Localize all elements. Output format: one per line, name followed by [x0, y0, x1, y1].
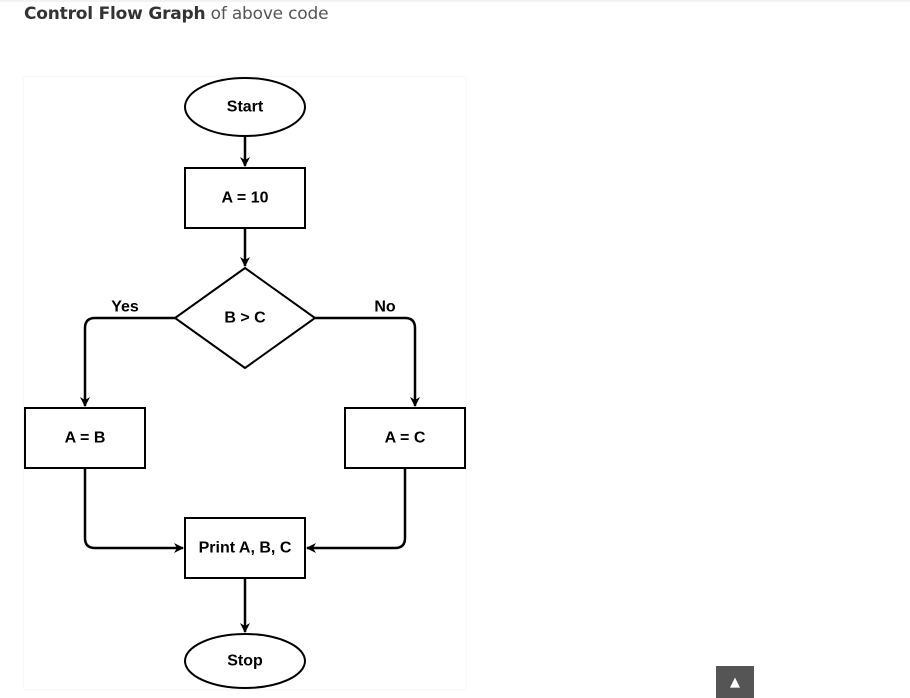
decision-label: B > C: [224, 310, 266, 327]
no-edge-label: No: [374, 299, 396, 316]
assign-ac-label: A = C: [385, 430, 426, 447]
decision-node: [173, 266, 317, 370]
edge-decision-yes: [80, 316, 175, 407]
edge-ab-to-print: [83, 468, 184, 553]
assign-ab-node: [24, 407, 146, 469]
stop-node: [184, 633, 306, 689]
caption-strong: Control Flow Graph: [24, 4, 206, 24]
arrow-up-icon: ▲: [730, 674, 740, 690]
print-label: Print A, B, C: [199, 540, 292, 557]
edge-decision-no: [315, 316, 420, 407]
assign-a10-node: [184, 167, 306, 229]
top-divider: [0, 0, 910, 2]
assign-ab-label: A = B: [65, 430, 106, 447]
diagram-caption: Control Flow Graph of above code: [24, 4, 329, 24]
edge-ac-to-print: [306, 468, 407, 553]
stop-label: Stop: [227, 653, 263, 670]
print-node: [184, 517, 306, 579]
scroll-to-top-button[interactable]: ▲: [716, 666, 754, 698]
caption-rest: of above code: [205, 4, 329, 24]
assign-a10-label: A = 10: [222, 190, 269, 207]
yes-edge-label: Yes: [111, 299, 139, 316]
start-label: Start: [227, 99, 264, 116]
start-node: [184, 77, 306, 137]
assign-ac-node: [344, 407, 466, 469]
